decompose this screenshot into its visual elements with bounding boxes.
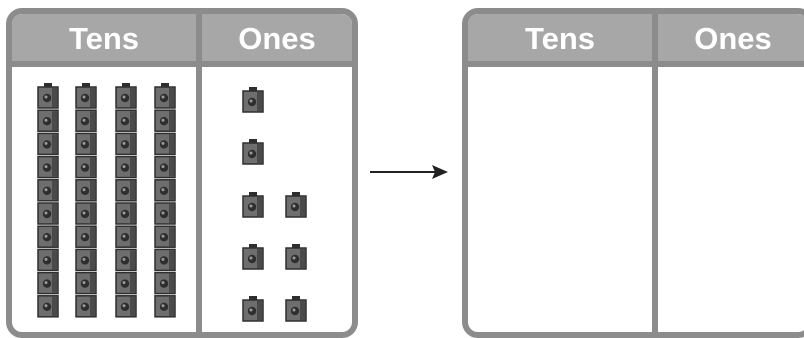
right-arrow-icon [370, 165, 448, 179]
unit-cube [115, 295, 137, 318]
unit-cube [75, 295, 97, 318]
unit-cube [75, 155, 97, 179]
unit-cube [37, 83, 59, 109]
unit-cube [154, 271, 176, 295]
unit-cube [37, 225, 59, 248]
unit-cube [37, 248, 59, 272]
unit-cube [37, 109, 59, 132]
unit-cube [115, 83, 137, 109]
unit-cube [154, 295, 176, 318]
unit-cube [37, 132, 59, 156]
tens-rod [75, 83, 97, 318]
tens-rod [154, 83, 176, 318]
left-place-value-chart: Tens Ones [6, 8, 358, 338]
left-tens-cell [12, 67, 196, 332]
tens-rods-group [37, 83, 176, 318]
unit-cube [75, 83, 97, 109]
unit-cube [37, 155, 59, 179]
unit-cube [154, 109, 176, 132]
right-tens-cell [468, 67, 652, 332]
tens-rod [37, 83, 59, 318]
unit-cube [154, 225, 176, 248]
unit-cube [37, 179, 59, 202]
unit-cube [242, 296, 264, 322]
unit-cube [154, 248, 176, 272]
left-tens-header: Tens [68, 21, 140, 56]
unit-cube [154, 155, 176, 179]
unit-cube [75, 271, 97, 295]
unit-cube [285, 192, 307, 218]
right-tens-header: Tens [524, 21, 596, 56]
unit-cube [242, 87, 264, 113]
unit-cube [154, 83, 176, 109]
unit-cube [37, 202, 59, 225]
unit-cube [115, 225, 137, 248]
ones-cubes-group [242, 87, 307, 322]
left-column-divider [196, 14, 202, 332]
unit-cube [154, 202, 176, 225]
unit-cube [242, 244, 264, 270]
unit-cube [115, 132, 137, 156]
unit-cube [154, 179, 176, 202]
unit-cube [115, 179, 137, 202]
unit-cube [75, 109, 97, 132]
unit-cube [37, 271, 59, 295]
left-ones-cell [202, 67, 352, 332]
unit-cube [37, 295, 59, 318]
unit-cube [285, 244, 307, 270]
unit-cube [242, 139, 264, 165]
right-ones-header: Ones [694, 21, 772, 56]
unit-cube [115, 271, 137, 295]
right-ones-cell [658, 67, 804, 332]
unit-cube [285, 296, 307, 322]
unit-cube [154, 132, 176, 156]
right-header-row: Tens Ones [468, 14, 804, 67]
unit-cube [115, 248, 137, 272]
unit-cube [115, 109, 137, 132]
left-header-row: Tens Ones [12, 14, 352, 67]
right-place-value-chart: Tens Ones [462, 8, 804, 338]
tens-rod [115, 83, 137, 318]
unit-cube [75, 248, 97, 272]
unit-cube [75, 179, 97, 202]
unit-cube [75, 225, 97, 248]
unit-cube [75, 202, 97, 225]
unit-cube [115, 202, 137, 225]
unit-cube [242, 192, 264, 218]
unit-cube [115, 155, 137, 179]
left-ones-header: Ones [238, 21, 316, 56]
right-column-divider [652, 14, 658, 332]
unit-cube [75, 132, 97, 156]
